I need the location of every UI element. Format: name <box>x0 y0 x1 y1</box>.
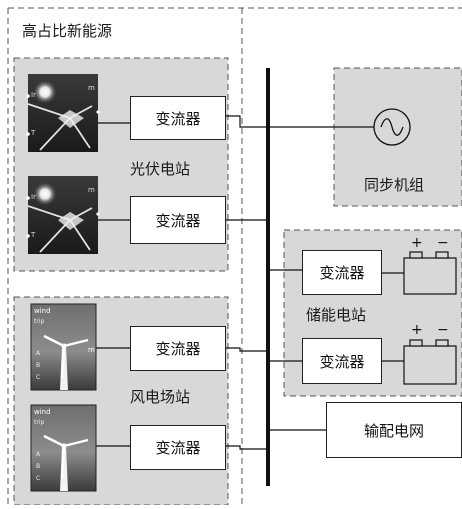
wind-turbine-icon <box>30 303 97 391</box>
pv-t-label: T <box>31 231 36 239</box>
wind-farm-label: 风电场站 <box>130 388 191 406</box>
wind-converter-1: 变流器 <box>130 326 226 371</box>
connection-lines <box>96 115 404 450</box>
battery-icon <box>403 251 457 295</box>
pv-station-label: 光伏电站 <box>130 160 191 178</box>
solar-panel-icon <box>26 74 100 152</box>
battery-minus-sign: − <box>437 322 449 338</box>
phase-a-label: A <box>36 451 41 458</box>
wind-label: wind <box>34 307 51 315</box>
battery-icon <box>403 339 457 385</box>
battery-minus-sign: − <box>437 235 449 251</box>
trip-label: trip <box>34 318 45 325</box>
phase-c-label: C <box>36 475 41 482</box>
wind-label: wind <box>34 408 51 416</box>
phase-a-label: A <box>36 350 41 357</box>
sync-gen-label: 同步机组 <box>364 176 425 194</box>
solar-panel-icon <box>26 176 100 254</box>
sync-gen-panel <box>333 67 462 207</box>
phase-c-label: C <box>36 374 41 381</box>
wind-turbine-icon <box>30 404 97 492</box>
battery-plus-sign: + <box>411 322 423 338</box>
pv-m-label: m <box>88 186 95 194</box>
storage-converter-2: 变流器 <box>302 338 382 384</box>
storage-converter-1: 变流器 <box>302 250 382 295</box>
storage-label: 储能电站 <box>306 306 367 324</box>
main-bus-bar <box>266 68 270 486</box>
grid-box: 输配电网 <box>326 402 462 458</box>
pv-converter-2: 变流器 <box>130 196 226 244</box>
wind-m-label: m <box>88 346 95 354</box>
trip-label: trip <box>34 419 45 426</box>
battery-plus-sign: + <box>411 235 423 251</box>
wind-converter-2: 变流器 <box>130 425 226 470</box>
pv-ir-label: Ir <box>31 91 36 99</box>
phase-b-label: B <box>36 463 41 470</box>
pv-converter-1: 变流器 <box>130 96 226 140</box>
pv-m-label: m <box>88 84 95 92</box>
phase-b-label: B <box>36 362 41 369</box>
renewable-region-outline <box>7 7 462 505</box>
pv-ir-label: Ir <box>31 193 36 201</box>
ac-source-icon <box>373 108 411 146</box>
pv-t-label: T <box>31 129 36 137</box>
region-title: 高占比新能源 <box>22 22 113 40</box>
